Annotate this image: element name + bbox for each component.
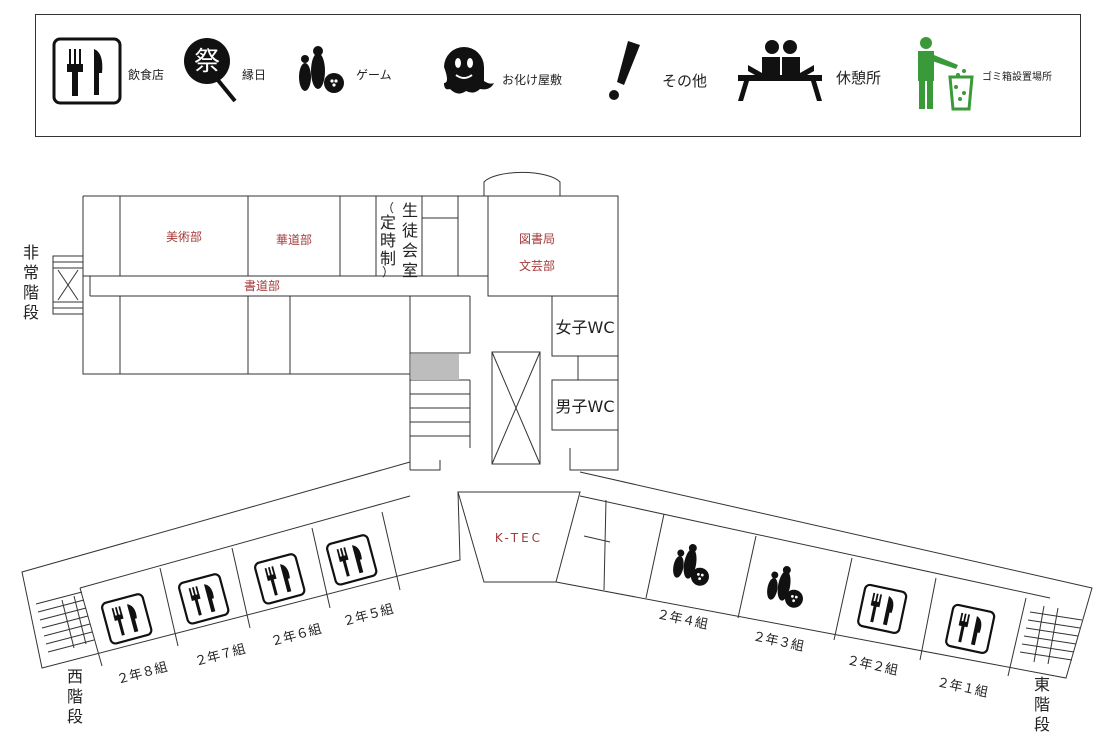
legend-label-game: ゲーム: [356, 68, 392, 82]
west-wing-outline: [21, 461, 461, 669]
east-stairs-char-2: 段: [1034, 715, 1050, 734]
women-wc-room: [551, 295, 619, 357]
west-stairs-char-2: 段: [67, 707, 83, 726]
legend-label-trash: ゴミ箱設置場所: [982, 72, 1052, 83]
room-label-women-wc: 女子WC: [556, 318, 615, 337]
fork-knife-icon: [324, 533, 379, 587]
fork-knife-icon: [252, 552, 307, 606]
night-school-char-3: 制: [380, 249, 396, 268]
gray-block: [411, 354, 459, 380]
ghost-icon: [444, 47, 494, 94]
room-label-literature: 文芸部: [519, 258, 555, 273]
night-school-char-4: ）: [382, 265, 394, 279]
night-school-char-2: 時: [380, 231, 396, 250]
bowling-icon: [764, 563, 809, 610]
night-school-char-0: （: [382, 201, 394, 215]
class-label-2-3: ２年３組: [751, 629, 805, 654]
legend-label-other: その他: [662, 72, 708, 90]
west-stairs: [35, 591, 95, 653]
trash-can-icon: [918, 37, 974, 111]
east-stairs-char-0: 東: [1034, 675, 1050, 694]
student-council-char-1: 徒: [402, 221, 418, 240]
fork-knife-icon: [944, 602, 997, 655]
emergency-stairs-char-2: 階: [23, 283, 39, 302]
class-label-2-7: ２年７組: [193, 642, 247, 670]
west-stairs-char-1: 階: [67, 687, 83, 706]
room-label-library: 図書局: [519, 232, 555, 246]
east-wing-outline: [555, 471, 1093, 679]
bowling-icon: [299, 46, 344, 93]
room-label-ktec: K-TEC: [495, 531, 543, 545]
bowling-icon: [670, 541, 715, 588]
center-stairs: [410, 379, 471, 448]
fork-knife-icon: [99, 592, 154, 646]
fork-knife-icon: [856, 582, 909, 635]
class-label-2-8: ２年８組: [115, 660, 169, 688]
class-label-2-1: ２年１組: [935, 675, 989, 700]
emergency-stairs: [52, 255, 84, 315]
student-council-char-2: 会: [402, 241, 418, 260]
room-label-men-wc: 男子WC: [556, 397, 615, 416]
class-label-2-6: ２年６組: [269, 622, 323, 650]
legend-label-rest: 休憩所: [836, 69, 882, 87]
rest-bench-icon: [738, 40, 822, 101]
legend-box: 飲食店 祭 縁日 ゲーム お化け屋敷 その他 休憩所: [35, 14, 1081, 137]
class-label-2-5: ２年５組: [341, 602, 395, 630]
west-stairs-char-0: 西: [67, 667, 83, 686]
class-label-2-4: ２年４組: [655, 607, 709, 632]
emergency-stairs-char-1: 常: [23, 263, 39, 282]
student-council-char-3: 室: [402, 261, 418, 280]
fork-knife-icon: [176, 572, 231, 626]
student-council-char-0: 生: [402, 201, 418, 220]
legend-label-food: 飲食店: [128, 68, 165, 82]
class-label-2-2: ２年２組: [845, 653, 899, 678]
emergency-stairs-char-3: 段: [23, 303, 39, 322]
legend-label-festival: 縁日: [242, 68, 267, 82]
room-label-art: 美術部: [166, 229, 202, 244]
east-stairs-char-1: 階: [1034, 695, 1050, 714]
room-label-flower: 華道部: [276, 232, 312, 247]
legend-label-haunted: お化け屋敷: [502, 73, 563, 87]
night-school-char-1: 定: [380, 213, 396, 232]
emergency-stairs-char-0: 非: [23, 243, 39, 262]
festival-glyph: 祭: [194, 47, 220, 77]
exclamation-icon: [609, 41, 640, 100]
room-label-calligraphy: 書道部: [244, 278, 280, 293]
fork-knife-icon: [52, 37, 122, 105]
men-wc-room: [551, 379, 619, 431]
east-stairs: [1019, 605, 1083, 665]
festival-fan-icon: 祭: [184, 38, 237, 103]
